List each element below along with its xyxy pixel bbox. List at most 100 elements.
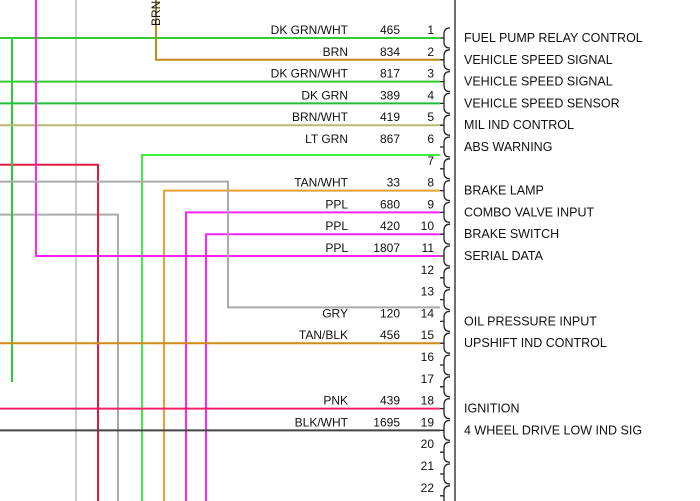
connector-pin-bracket [440, 179, 451, 202]
wire-gray-left-run [0, 213, 119, 501]
pin-function: VEHICLE SPEED SIGNAL [464, 75, 613, 89]
pin-number: 10 [421, 219, 435, 233]
pin-number: 17 [421, 372, 435, 386]
wire-color-label: PPL [325, 197, 348, 211]
connector-pin-bracket [440, 245, 451, 267]
connector-pin-bracket [440, 136, 451, 158]
connector-pin-bracket [440, 485, 451, 501]
connector-pin-bracket [440, 354, 451, 376]
circuit-number: 465 [380, 23, 400, 37]
connector-pin-bracket [440, 463, 451, 485]
pin-function: OIL PRESSURE INPUT [464, 314, 597, 328]
top-wire-label: BRN [149, 1, 163, 26]
connector-pin-bracket [440, 158, 451, 180]
connector-pin-bracket [440, 27, 451, 49]
pin-function: 4 WHEEL DRIVE LOW IND SIG [464, 423, 642, 437]
pin-number: 19 [421, 415, 435, 429]
pin-number: 13 [421, 285, 435, 299]
wire-color-label: DK GRN/WHT [271, 23, 349, 37]
wire-9 [185, 211, 440, 501]
connector-pin-bracket [440, 397, 451, 420]
wire-color-label: TAN/BLK [299, 328, 348, 342]
connector-pin-bracket [440, 114, 451, 136]
circuit-number: 680 [380, 197, 400, 211]
pin-function: ABS WARNING [464, 140, 552, 154]
wire-color-label: DK GRN [301, 88, 348, 102]
connector-pin-bracket [440, 288, 451, 311]
connector-pin-bracket [440, 267, 451, 289]
wire-color-label: DK GRN/WHT [271, 67, 349, 81]
connector-pin-bracket [440, 376, 451, 398]
wire-2 [155, 0, 440, 61]
wire-10 [205, 233, 440, 501]
pin-number: 2 [427, 45, 434, 59]
circuit-number: 389 [380, 88, 400, 102]
pin-number: 21 [421, 459, 435, 473]
wire-color-label: PPL [325, 241, 348, 255]
connector-pin-bracket [440, 49, 451, 71]
wire-11 [35, 0, 440, 257]
connector-pin-bracket [440, 201, 451, 224]
pin-function: COMBO VALVE INPUT [464, 205, 594, 219]
wire-color-label: PNK [323, 394, 348, 408]
circuit-number: 834 [380, 45, 400, 59]
circuit-number: 419 [380, 110, 400, 124]
circuit-number: 120 [380, 306, 400, 320]
circuit-number: 1807 [373, 241, 400, 255]
connector-layer [440, 0, 456, 501]
pin-number: 3 [427, 67, 434, 81]
pin-function: UPSHIFT IND CONTROL [464, 336, 607, 350]
pin-number: 4 [427, 88, 434, 102]
pin-function: IGNITION [464, 402, 520, 416]
pin-number: 11 [422, 241, 435, 255]
wire-left-green-drop [0, 37, 13, 382]
pin-number: 16 [421, 350, 435, 364]
pin-number: 8 [427, 176, 434, 190]
connector-pin-bracket [440, 441, 451, 463]
circuit-number: 817 [380, 67, 400, 81]
pin-function: FUEL PUMP RELAY CONTROL [464, 31, 643, 45]
pin-number: 6 [427, 132, 434, 146]
wire-8 [163, 189, 440, 501]
pin-number: 22 [421, 481, 435, 495]
connector-pin-bracket [440, 419, 451, 442]
wire-color-label: BLK/WHT [295, 415, 349, 429]
pin-function: BRAKE SWITCH [464, 227, 559, 241]
pin-number: 5 [427, 110, 434, 124]
wire-6 [141, 154, 440, 501]
pin-number: 12 [421, 263, 435, 277]
connector-pin-bracket [440, 310, 451, 333]
wire-color-label: BRN/WHT [292, 110, 349, 124]
connector-pin-bracket [440, 92, 451, 115]
pin-function: VEHICLE SPEED SENSOR [464, 96, 620, 110]
circuit-number: 867 [380, 132, 400, 146]
wire-color-label: TAN/WHT [294, 176, 348, 190]
wire-14 [0, 180, 440, 309]
pin-number: 7 [427, 154, 434, 168]
circuit-number: 439 [380, 394, 400, 408]
circuit-number: 33 [387, 176, 401, 190]
circuit-number: 456 [380, 328, 400, 342]
wire-color-label: BRN [323, 45, 348, 59]
pin-function: SERIAL DATA [464, 249, 544, 263]
wire-color-label: LT GRN [305, 132, 348, 146]
pin-number: 1 [427, 23, 434, 37]
pin-function: BRAKE LAMP [464, 184, 544, 198]
wire-red-left-run [0, 163, 99, 501]
wires-layer [0, 0, 440, 501]
wire-color-label: PPL [325, 219, 348, 233]
pin-function: MIL IND CONTROL [464, 118, 574, 132]
pin-function: VEHICLE SPEED SIGNAL [464, 53, 613, 67]
pin-number: 14 [421, 306, 435, 320]
pin-number: 15 [421, 328, 435, 342]
connector-pin-bracket [440, 70, 451, 93]
connector-pin-bracket [440, 332, 451, 354]
circuit-number: 1695 [373, 415, 400, 429]
circuit-number: 420 [380, 219, 400, 233]
connector-pin-bracket [440, 223, 451, 245]
pin-number: 9 [427, 197, 434, 211]
wire-color-label: GRY [322, 306, 348, 320]
pin-number: 18 [421, 394, 435, 408]
